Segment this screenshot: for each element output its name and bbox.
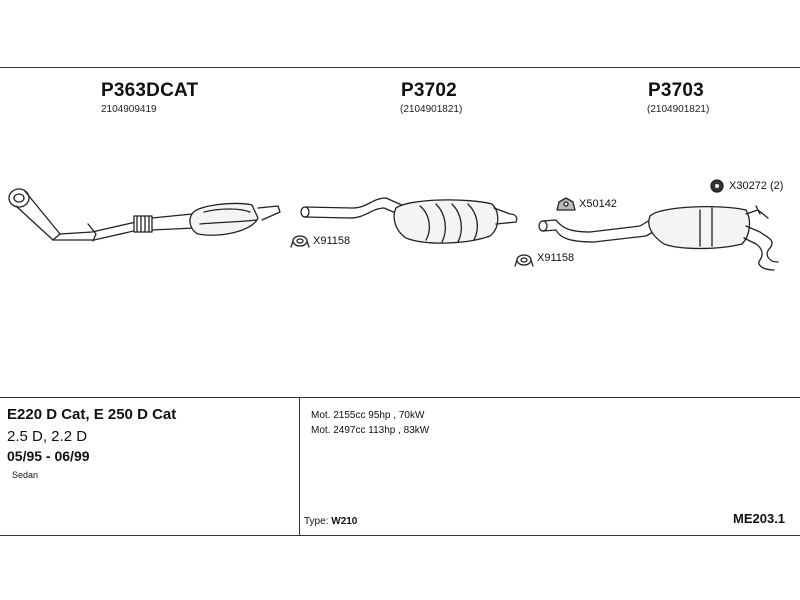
rubber-mount-ref[interactable]: X50142 xyxy=(579,198,617,210)
vehicle-engines: 2.5 D, 2.2 D xyxy=(7,428,88,445)
part-number-rear-silencer[interactable]: P3703 xyxy=(648,80,704,101)
type-label: Type: xyxy=(304,516,329,527)
clamp-icon-right xyxy=(514,254,534,267)
vehicle-models: E220 D Cat, E 250 D Cat xyxy=(7,406,177,423)
diagram-frame xyxy=(0,67,800,536)
oem-number-middle-silencer: (2104901821) xyxy=(400,104,463,115)
oem-number-catalyst: 2104909419 xyxy=(101,104,157,115)
rubber-mount-icon xyxy=(556,197,576,211)
gasket-ref[interactable]: X30272 (2) xyxy=(729,180,784,192)
motor-spec-2: Mot. 2497cc 113hp , 83kW xyxy=(311,425,430,436)
info-column-divider xyxy=(299,397,300,536)
clamp-ref-right[interactable]: X91158 xyxy=(537,252,575,264)
clamp-ref-left[interactable]: X91158 xyxy=(313,235,351,247)
rear-silencer-drawing xyxy=(538,205,779,271)
type-value: W210 xyxy=(331,516,358,527)
clamp-icon-left xyxy=(290,235,310,248)
vehicle-body: Sedan xyxy=(12,470,39,480)
part-number-middle-silencer[interactable]: P3702 xyxy=(401,80,457,101)
diagram-id: ME203.1 xyxy=(733,511,786,526)
oem-number-rear-silencer: (2104901821) xyxy=(647,104,710,115)
vehicle-type: Type: W210 xyxy=(304,516,357,527)
motor-spec-1: Mot. 2155cc 95hp , 70kW xyxy=(311,410,425,421)
part-number-catalyst[interactable]: P363DCAT xyxy=(101,80,199,101)
middle-silencer-drawing xyxy=(300,197,518,244)
catalyst-part-drawing xyxy=(8,188,281,242)
gasket-icon xyxy=(710,179,724,193)
vehicle-years: 05/95 - 06/99 xyxy=(7,448,90,464)
info-divider xyxy=(0,397,800,398)
